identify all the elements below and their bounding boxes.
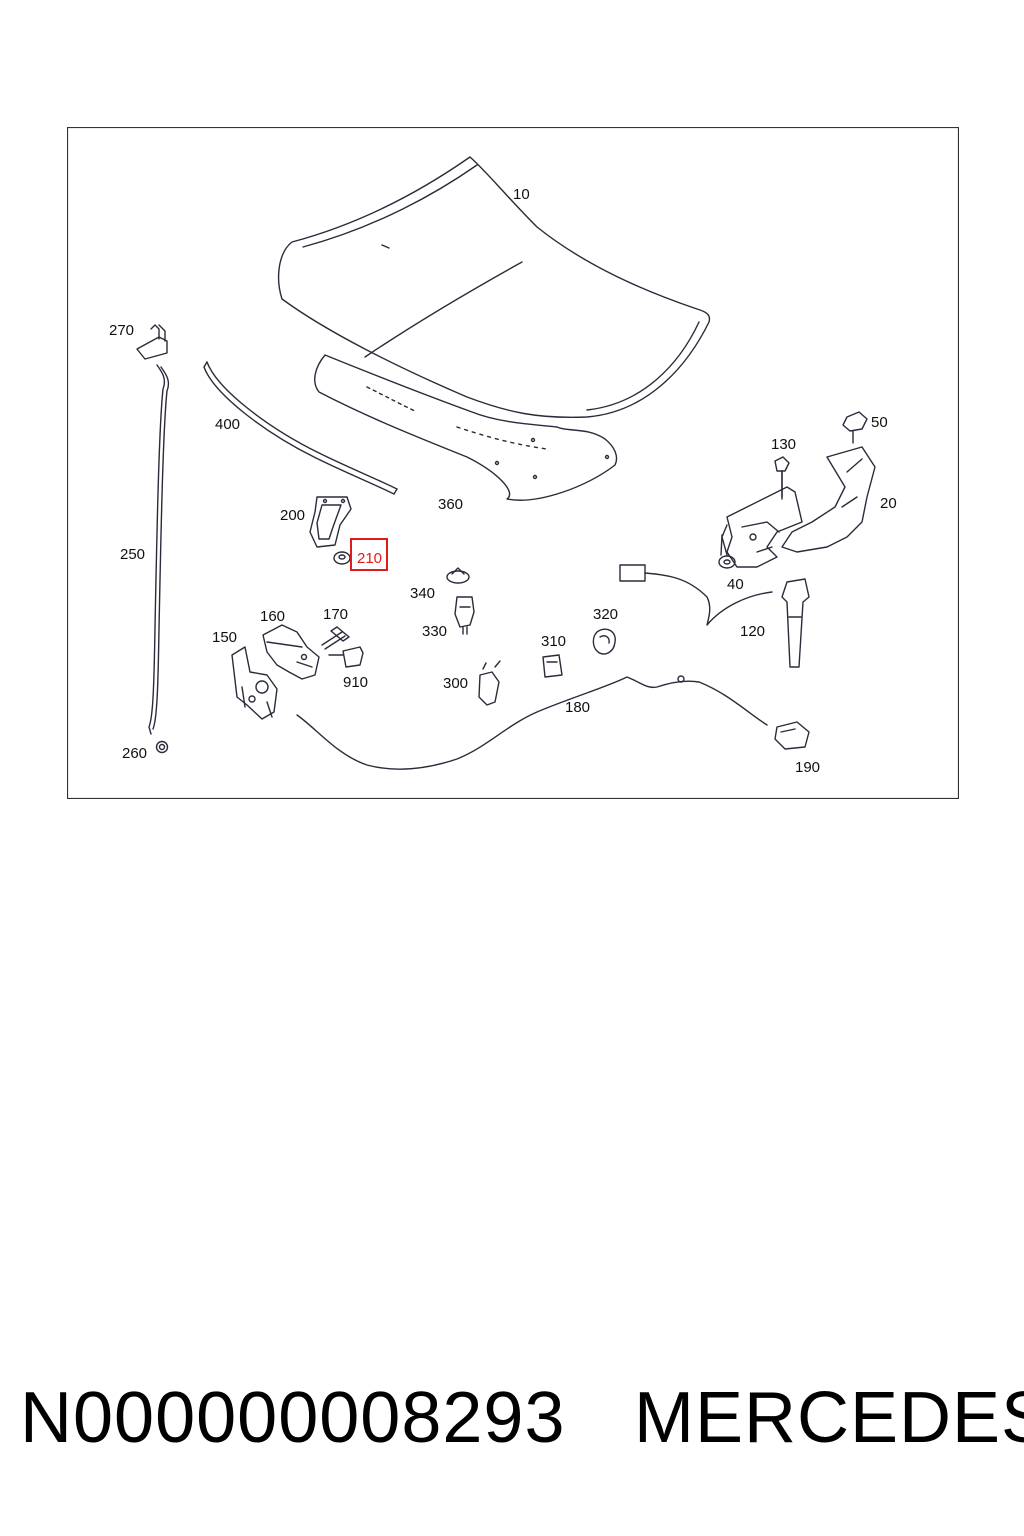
bolt-part[interactable]	[842, 411, 868, 444]
callout-150[interactable]: 150	[212, 629, 237, 646]
diagram-border	[67, 127, 959, 799]
sensor-cable-part[interactable]	[619, 564, 773, 626]
callout-400[interactable]: 400	[215, 416, 240, 433]
screw-part[interactable]	[321, 626, 350, 650]
hood-insulation-part[interactable]	[314, 354, 618, 501]
callout-40[interactable]: 40	[727, 576, 744, 593]
callout-180[interactable]: 180	[565, 699, 590, 716]
callout-360[interactable]: 360	[438, 496, 463, 513]
parts-diagram: 10 20 40 50 120 130 150 160 170 180 190 …	[67, 127, 959, 799]
release-cable-part[interactable]	[296, 675, 768, 770]
gas-strut-part[interactable]	[781, 578, 810, 668]
hinge-arm-part[interactable]	[781, 446, 876, 553]
callout-300[interactable]: 300	[443, 675, 468, 692]
callout-340[interactable]: 340	[410, 585, 435, 602]
callout-320[interactable]: 320	[593, 606, 618, 623]
callout-210[interactable]: 210	[357, 550, 382, 567]
latch-actuator-part[interactable]	[262, 624, 320, 680]
part-number-label: N000000008293	[20, 1378, 566, 1458]
cable-holder-part[interactable]	[542, 654, 563, 678]
prop-rod-part[interactable]	[148, 364, 170, 735]
callout-10[interactable]: 10	[513, 186, 530, 203]
hood-seal-part[interactable]	[203, 361, 398, 495]
callout-50[interactable]: 50	[871, 414, 888, 431]
callout-20[interactable]: 20	[880, 495, 897, 512]
callout-190[interactable]: 190	[795, 759, 820, 776]
callout-910[interactable]: 910	[343, 674, 368, 691]
callout-200[interactable]: 200	[280, 507, 305, 524]
callout-330[interactable]: 330	[422, 623, 447, 640]
brand-label: MERCEDES	[634, 1378, 1024, 1458]
callout-160[interactable]: 160	[260, 608, 285, 625]
hinge-part[interactable]	[726, 486, 803, 568]
caption-bar: N000000008293 MERCEDES	[0, 1372, 1024, 1472]
callout-130[interactable]: 130	[771, 436, 796, 453]
highlight-box	[350, 538, 388, 571]
washer-part[interactable]	[718, 524, 736, 569]
bracket-part[interactable]	[309, 496, 352, 548]
release-handle-part[interactable]	[774, 721, 810, 750]
label-part[interactable]	[328, 646, 364, 668]
nut-part[interactable]	[333, 551, 351, 565]
hood-part[interactable]	[277, 156, 711, 419]
callout-310[interactable]: 310	[541, 633, 566, 650]
callout-120[interactable]: 120	[740, 623, 765, 640]
grommet-part[interactable]	[592, 628, 616, 655]
buffer-clip-part[interactable]	[454, 596, 475, 635]
callout-250[interactable]: 250	[120, 546, 145, 563]
buffer-stop-part[interactable]	[446, 567, 470, 584]
callout-170[interactable]: 170	[323, 606, 348, 623]
clip-part[interactable]	[478, 660, 501, 706]
callout-260[interactable]: 260	[122, 745, 147, 762]
prop-rod-holder-part[interactable]	[136, 324, 168, 360]
prop-rod-grommet-part[interactable]	[155, 740, 169, 754]
callout-270[interactable]: 270	[109, 322, 134, 339]
leader-lines	[720, 470, 783, 556]
diagram-canvas: 10 20 40 50 120 130 150 160 170 180 190 …	[67, 127, 959, 799]
hood-latch-part[interactable]	[231, 646, 278, 720]
